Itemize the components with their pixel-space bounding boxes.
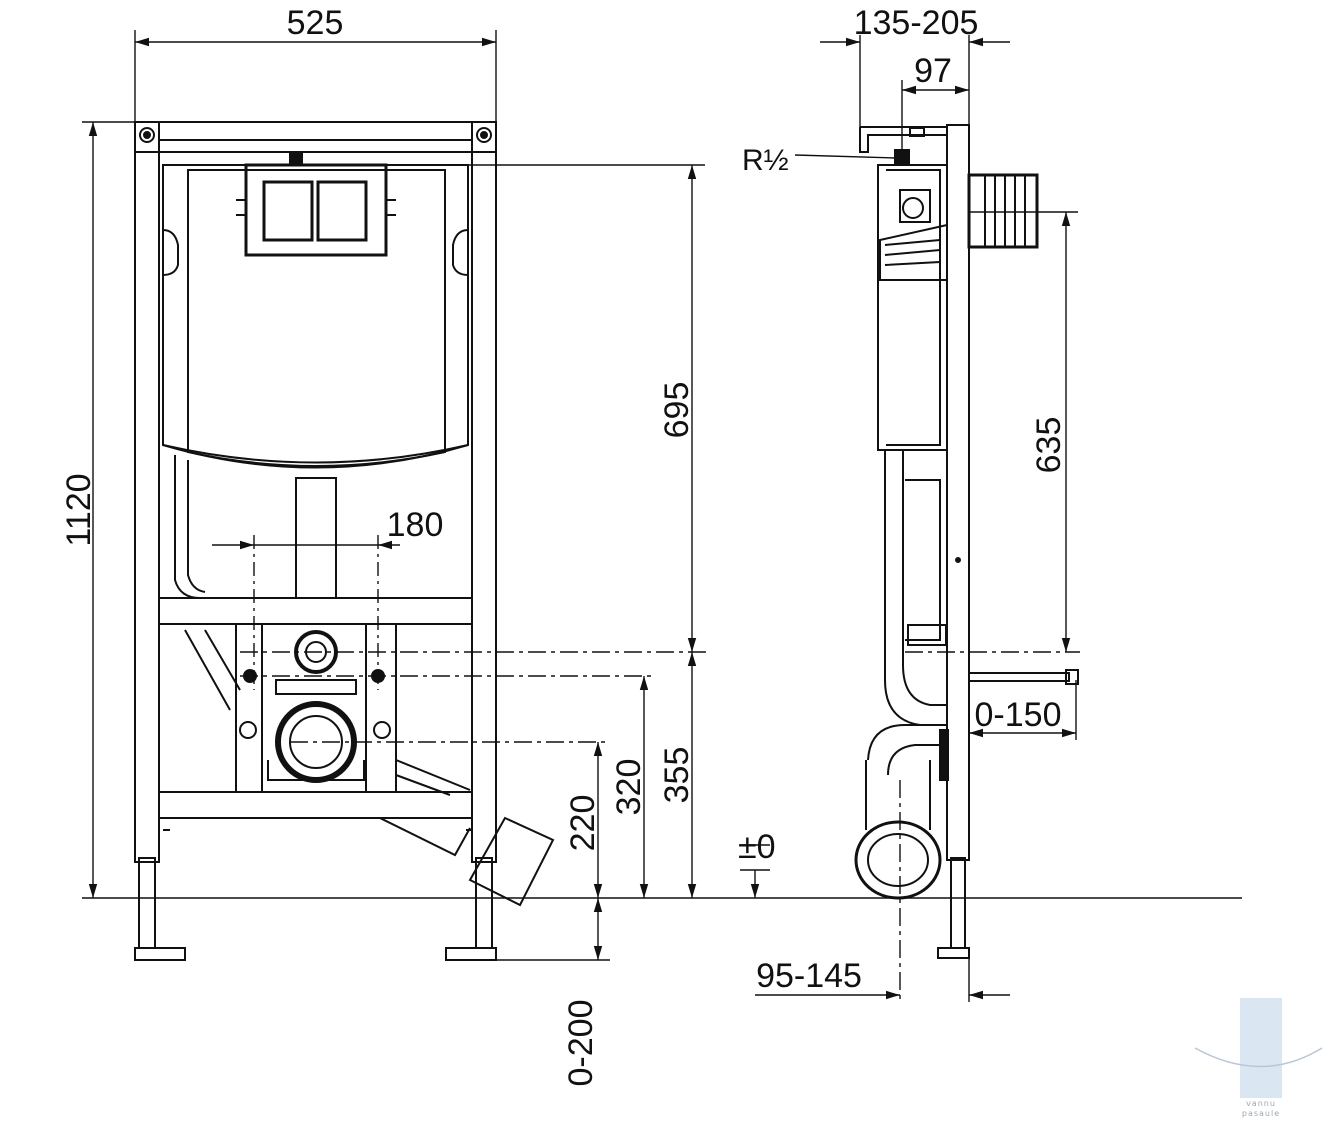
label-695: 695 <box>658 382 696 439</box>
front-downpipe <box>174 455 337 599</box>
label-355: 355 <box>658 747 696 804</box>
watermark-logo: vannu pasaule <box>1194 998 1323 1118</box>
front-bracket <box>235 623 397 793</box>
side-drain <box>854 724 949 900</box>
front-frame <box>134 121 497 863</box>
front-view <box>134 121 555 961</box>
label-1120: 1120 <box>60 473 98 546</box>
label-635: 635 <box>1030 417 1068 474</box>
front-drain-pipe <box>184 629 555 907</box>
side-downpipe <box>884 450 947 726</box>
side-bolt <box>968 669 1079 685</box>
front-cistern <box>162 151 469 469</box>
label-floor-0: ±0 <box>738 828 776 866</box>
label-0-150: 0-150 <box>975 696 1062 734</box>
label-220: 220 <box>564 795 602 852</box>
label-95-145: 95-145 <box>756 957 862 995</box>
label-525: 525 <box>287 4 344 42</box>
dimension-lines <box>82 30 1242 1002</box>
side-view <box>854 124 1079 959</box>
side-supply-pipe <box>967 173 1039 249</box>
side-frame <box>859 124 970 861</box>
label-135-205: 135-205 <box>854 4 979 42</box>
label-0-200: 0-200 <box>562 1000 600 1087</box>
label-r12: R½ <box>742 144 789 177</box>
watermark-line2: pasaule <box>1242 1109 1280 1118</box>
label-97: 97 <box>914 52 952 90</box>
front-legs <box>134 829 497 961</box>
watermark-line1: vannu <box>1246 1099 1276 1108</box>
side-cistern <box>877 149 948 451</box>
label-180: 180 <box>387 506 444 544</box>
label-320: 320 <box>610 759 648 816</box>
